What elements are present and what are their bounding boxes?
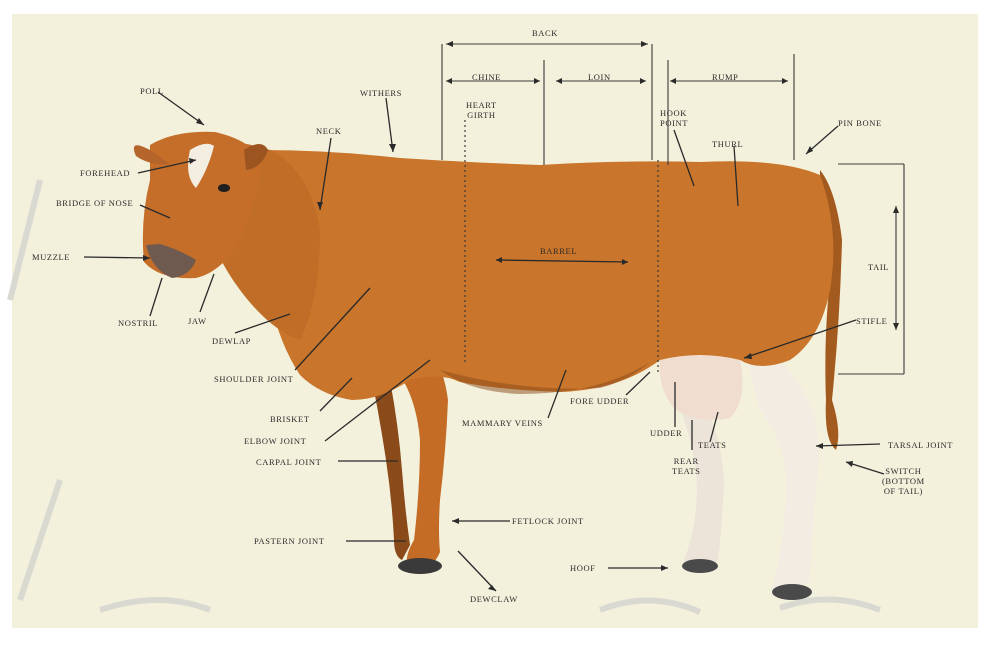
cow-front-leg-far <box>372 370 410 560</box>
label-barrel: Barrel <box>540 246 577 256</box>
label-rear-teats: Rear Teats <box>672 456 701 476</box>
label-stifle: Stifle <box>856 316 887 326</box>
label-muzzle: Muzzle <box>32 252 70 262</box>
label-brisket: Brisket <box>270 414 310 424</box>
label-loin: Loin <box>588 72 611 82</box>
label-nostril: Nostril <box>118 318 158 328</box>
label-fetlock-joint: Fetlock Joint <box>512 516 584 526</box>
cow-hind-leg-near <box>740 330 819 597</box>
cow-hind-hoof-near <box>772 584 812 600</box>
label-poll: Poll <box>140 86 164 96</box>
label-chine: Chine <box>472 72 501 82</box>
label-neck: Neck <box>316 126 342 136</box>
label-hook-point: Hook Point <box>660 108 688 128</box>
label-teats: Teats <box>698 440 727 450</box>
label-tarsal-joint: Tarsal Joint <box>888 440 953 450</box>
label-elbow-joint: Elbow Joint <box>244 436 306 446</box>
label-back: Back <box>532 28 558 38</box>
label-withers: Withers <box>360 88 402 98</box>
label-dewclaw: Dewclaw <box>470 594 518 604</box>
label-switch: Switch (Bottom of Tail) <box>882 466 925 496</box>
label-shoulder-joint: Shoulder Joint <box>214 374 293 384</box>
label-udder: Udder <box>650 428 682 438</box>
label-tail: Tail <box>868 262 889 272</box>
label-fore-udder: Fore Udder <box>570 396 629 406</box>
cow-eye <box>218 184 230 192</box>
label-heart-girth: Heart Girth <box>466 100 497 120</box>
cow-front-hoof <box>398 558 442 574</box>
label-rump: Rump <box>712 72 739 82</box>
cow-body <box>260 150 834 400</box>
cow-hind-hoof-far <box>682 559 718 573</box>
label-jaw: Jaw <box>188 316 207 326</box>
label-mammary-veins: Mammary Veins <box>462 418 543 428</box>
label-pastern-joint: Pastern Joint <box>254 536 325 546</box>
label-thurl: Thurl <box>712 139 743 149</box>
label-hoof: Hoof <box>570 563 596 573</box>
label-carpal-joint: Carpal Joint <box>256 457 321 467</box>
label-forehead: Forehead <box>80 168 130 178</box>
label-bridge-of-nose: Bridge of Nose <box>56 198 133 208</box>
label-pin-bone: Pin Bone <box>838 118 882 128</box>
label-dewlap: Dewlap <box>212 336 251 346</box>
